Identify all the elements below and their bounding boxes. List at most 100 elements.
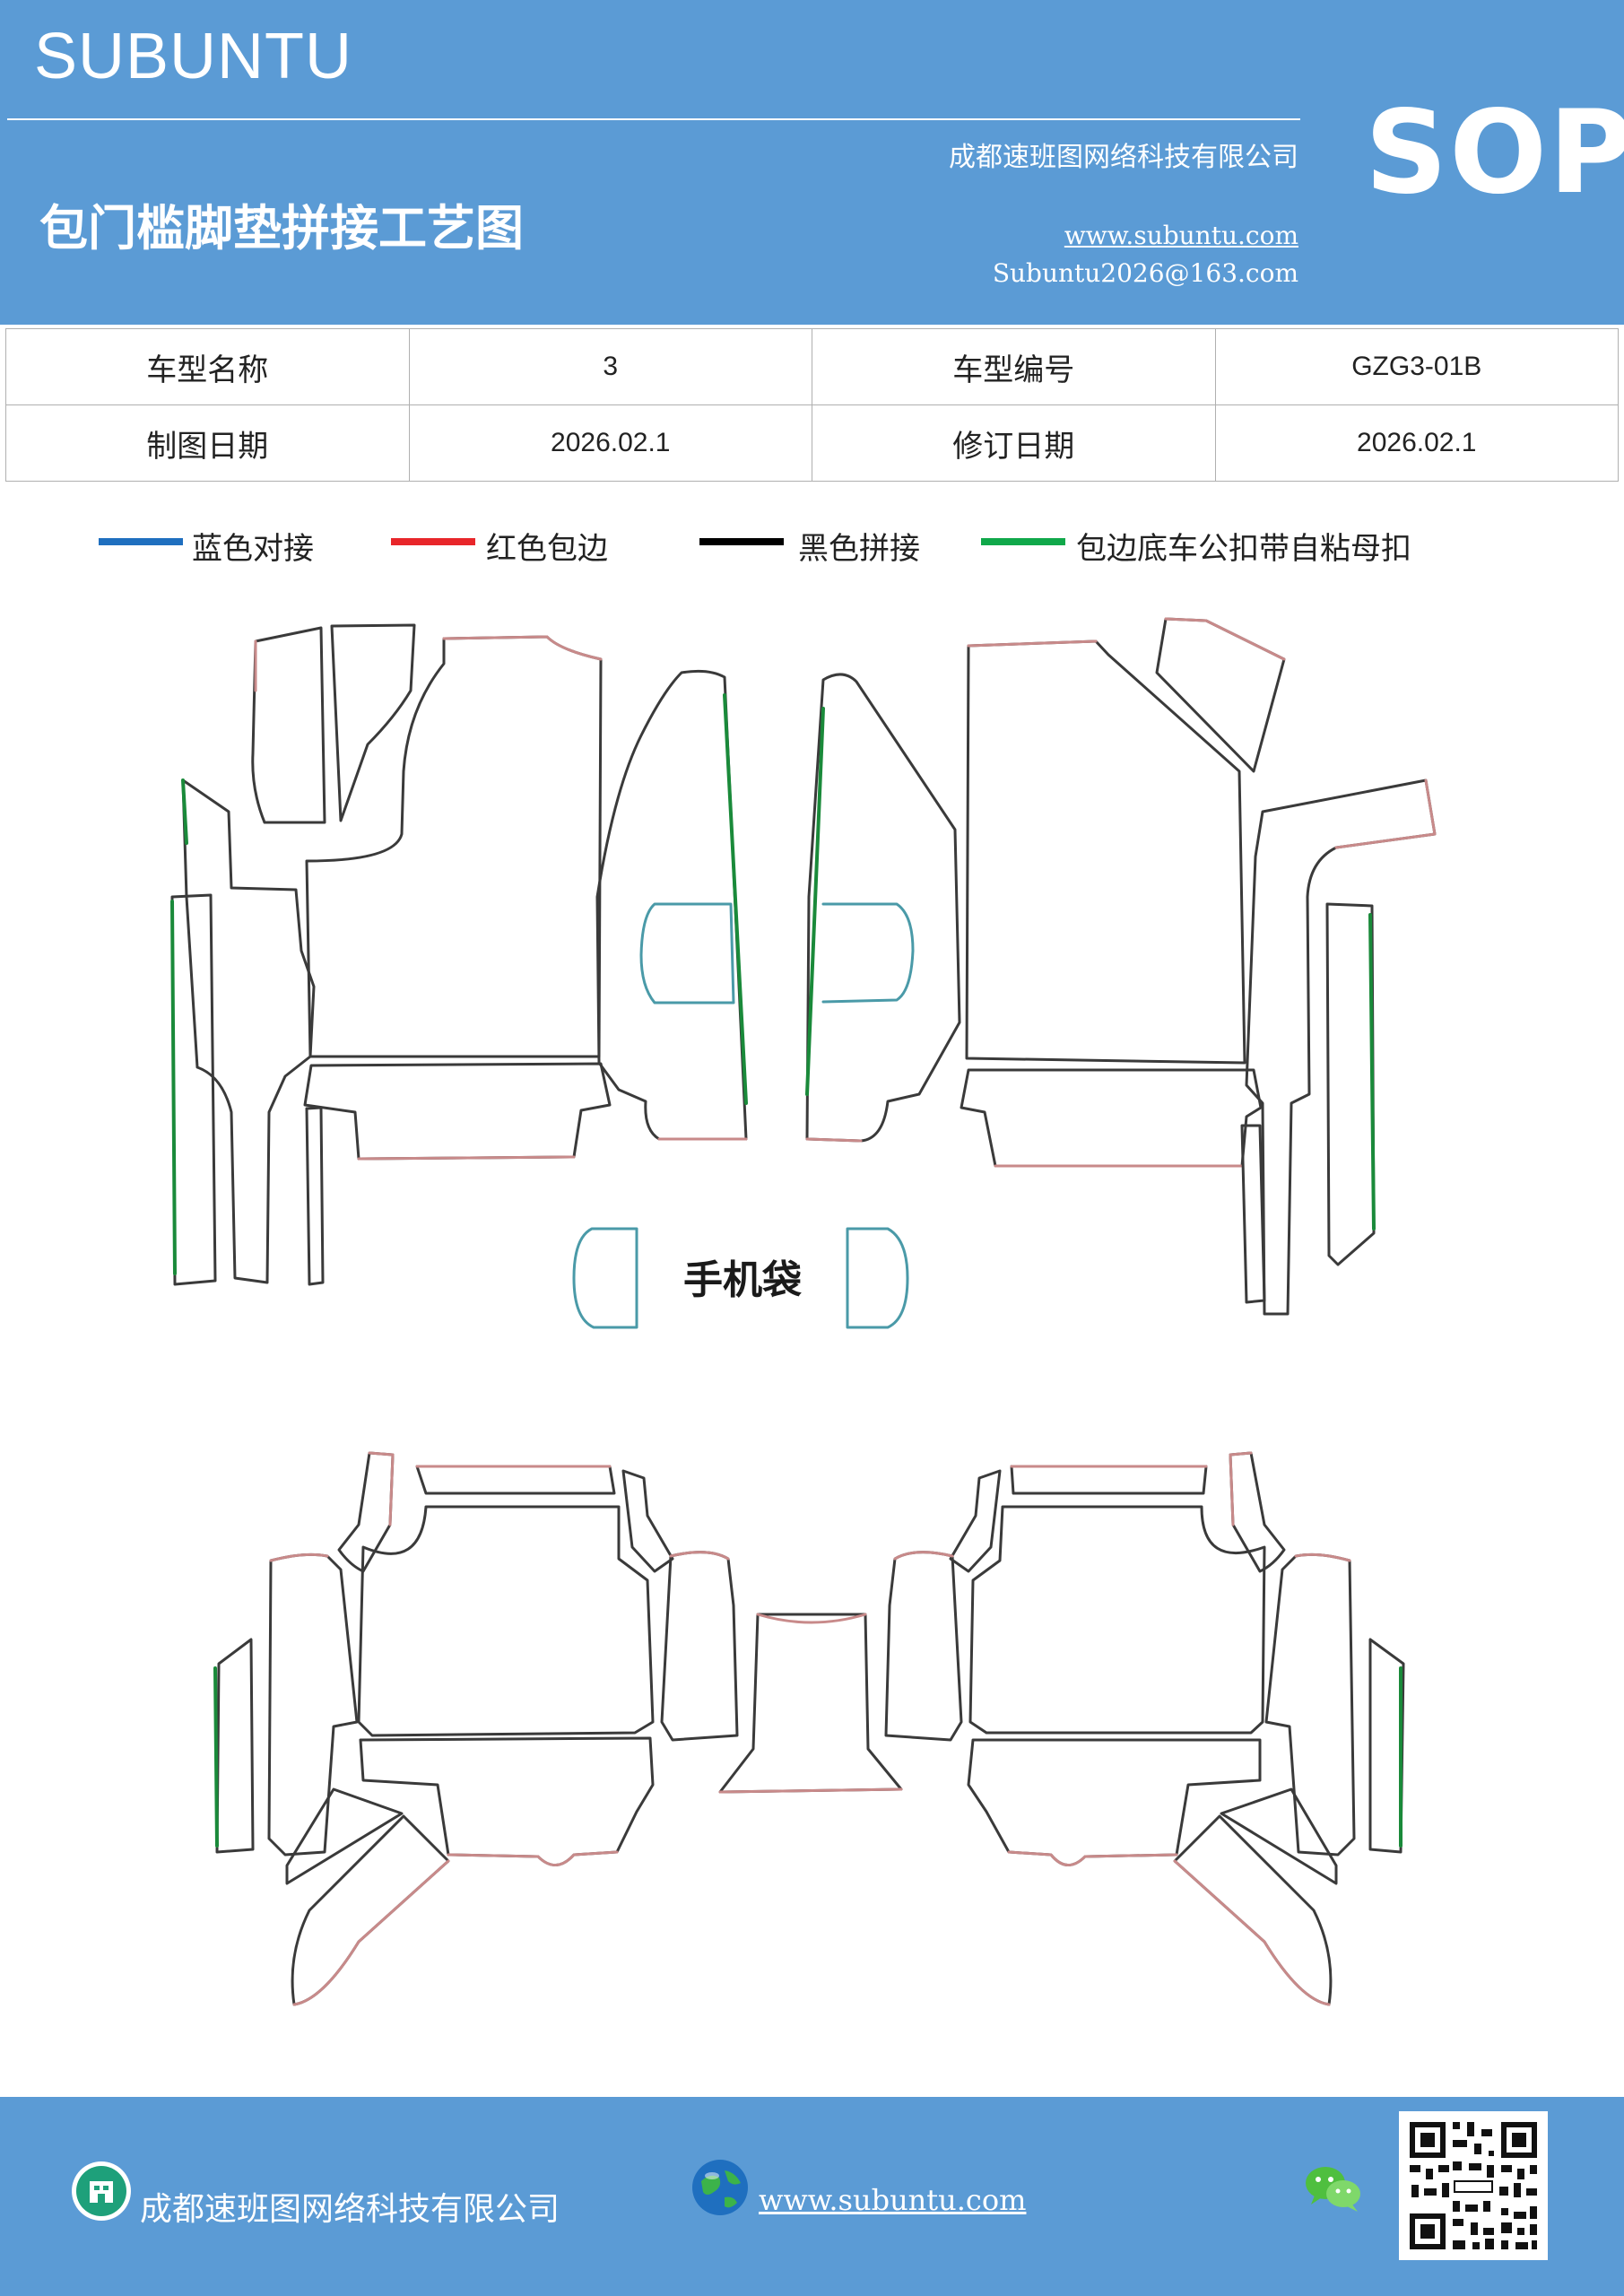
mat-piece <box>967 1738 1262 1866</box>
mat-piece <box>595 669 748 1141</box>
mat-hem <box>269 1552 329 1562</box>
info-table: 车型名称 3 车型编号 GZG3-01B 制图日期 2026.02.1 修订日期… <box>5 328 1619 482</box>
mat-hem <box>718 1787 903 1794</box>
mat-piece <box>267 1552 359 1857</box>
mat-piece <box>215 1638 255 1854</box>
mat-piece <box>960 1068 1263 1168</box>
mat-piece <box>291 1814 450 2006</box>
sop-badge: SOP <box>1365 86 1624 220</box>
header-banner: SUBUNTU 成都速班图网络科技有限公司 包门槛脚垫拼接工艺图 www.sub… <box>0 0 1624 325</box>
draw-date-value: 2026.02.1 <box>408 404 812 482</box>
mat-piece <box>1368 1638 1405 1854</box>
header-divider <box>7 118 1300 120</box>
mat-piece <box>660 1551 739 1742</box>
legend-swatch-black <box>699 538 784 545</box>
legend-label: 黑色拼接 <box>798 531 920 567</box>
mat-hem <box>893 1551 954 1561</box>
table-row: 车型名称 3 车型编号 GZG3-01B <box>5 328 1619 405</box>
wechat-icon <box>1306 2167 1360 2212</box>
mat-hook <box>170 900 177 1275</box>
footer-url-link[interactable]: www.subuntu.com <box>759 2183 1027 2217</box>
phone-pocket-label: 手机袋 <box>683 1257 802 1303</box>
mat-piece <box>1220 1787 1338 1885</box>
mat-piece <box>1240 1124 1266 1304</box>
mat-piece <box>1173 1814 1333 2006</box>
mat-hem <box>447 1850 619 1866</box>
mat-piece <box>305 1106 325 1286</box>
mat-piece <box>968 1505 1266 1735</box>
mat-piece <box>884 1551 963 1742</box>
mat-piece <box>1155 617 1286 773</box>
mat-piece <box>621 1469 674 1573</box>
mat-hook <box>1368 913 1376 1231</box>
model-name-value: 3 <box>408 328 812 405</box>
model-code-value: GZG3-01B <box>1214 328 1619 405</box>
mat-piece <box>357 1505 655 1737</box>
page-title: 包门槛脚垫拼接工艺图 <box>39 200 524 257</box>
model-code-label: 车型编号 <box>812 328 1216 405</box>
draw-date-label: 制图日期 <box>5 404 410 482</box>
mat-piece <box>359 1736 655 1866</box>
mat-hook <box>723 693 748 1105</box>
table-row: 制图日期 2026.02.1 修订日期 2026.02.1 <box>5 404 1619 482</box>
legend-label: 包边底车公扣带自粘母扣 <box>1076 531 1411 567</box>
mat-piece <box>949 1469 1002 1573</box>
model-name-label: 车型名称 <box>5 328 410 405</box>
mat-piece <box>805 673 961 1143</box>
header-url-link[interactable]: www.subuntu.com <box>1064 221 1298 250</box>
company-icon <box>72 2161 131 2221</box>
brand-name: SUBUNTU <box>34 21 353 92</box>
mat-hem <box>1334 778 1437 849</box>
bottom-left-pieces <box>213 1451 739 2006</box>
legend-label: 蓝色对接 <box>192 531 314 567</box>
header-email: Subuntu2026@163.com <box>992 258 1298 288</box>
mat-hem <box>292 1859 450 2006</box>
mat-hem <box>1007 1850 1178 1866</box>
bottom-right-pieces <box>884 1451 1405 2006</box>
legend-swatch-red <box>391 538 475 545</box>
mat-piece <box>285 1787 404 1885</box>
mat-piece <box>170 893 217 1286</box>
center-tunnel-piece <box>718 1613 903 1794</box>
globe-icon <box>692 2160 748 2215</box>
mat-hem <box>357 1155 576 1161</box>
top-left-pieces <box>170 623 748 1286</box>
mat-piece <box>1264 1552 1356 1857</box>
mat-piece <box>415 1465 616 1495</box>
mat-hem <box>669 1551 730 1561</box>
footer-company: 成都速班图网络科技有限公司 <box>140 2191 560 2228</box>
qr-code <box>1399 2111 1548 2260</box>
mat-piece <box>1325 902 1376 1266</box>
phone-pocket-left <box>572 1227 638 1329</box>
legend-label: 红色包边 <box>486 531 608 567</box>
mat-hem <box>1294 1552 1351 1562</box>
mat-hem <box>805 1137 863 1143</box>
mat-piece <box>1010 1465 1208 1495</box>
mat-hem <box>1229 1451 1253 1526</box>
mat-piece <box>330 623 416 822</box>
mat-piece <box>337 1451 395 1573</box>
mat-splicing-diagram: 手机袋 <box>170 617 1437 2006</box>
mat-hem <box>967 639 1098 648</box>
mat-hook <box>213 1666 219 1848</box>
mat-hem <box>1173 1859 1331 2006</box>
mat-piece <box>303 1062 612 1161</box>
mat-piece <box>965 639 1246 1065</box>
mat-hem <box>442 635 603 661</box>
mat-hem <box>756 1613 867 1624</box>
revise-date-value: 2026.02.1 <box>1214 404 1619 482</box>
mat-piece <box>305 635 603 1058</box>
revise-date-label: 修订日期 <box>812 404 1216 482</box>
legend-swatch-blue <box>99 538 183 545</box>
legend-swatch-green <box>981 538 1065 545</box>
mat-piece <box>1229 1451 1286 1573</box>
mat-hook <box>181 778 188 845</box>
mat-butt <box>639 902 735 1004</box>
phone-pocket-right <box>846 1227 909 1329</box>
mat-piece <box>181 778 316 1284</box>
mat-butt <box>821 902 915 1004</box>
top-right-pieces <box>805 617 1437 1316</box>
mat-hook <box>805 707 825 1096</box>
mat-hem <box>368 1451 395 1526</box>
mat-piece <box>1245 778 1437 1316</box>
